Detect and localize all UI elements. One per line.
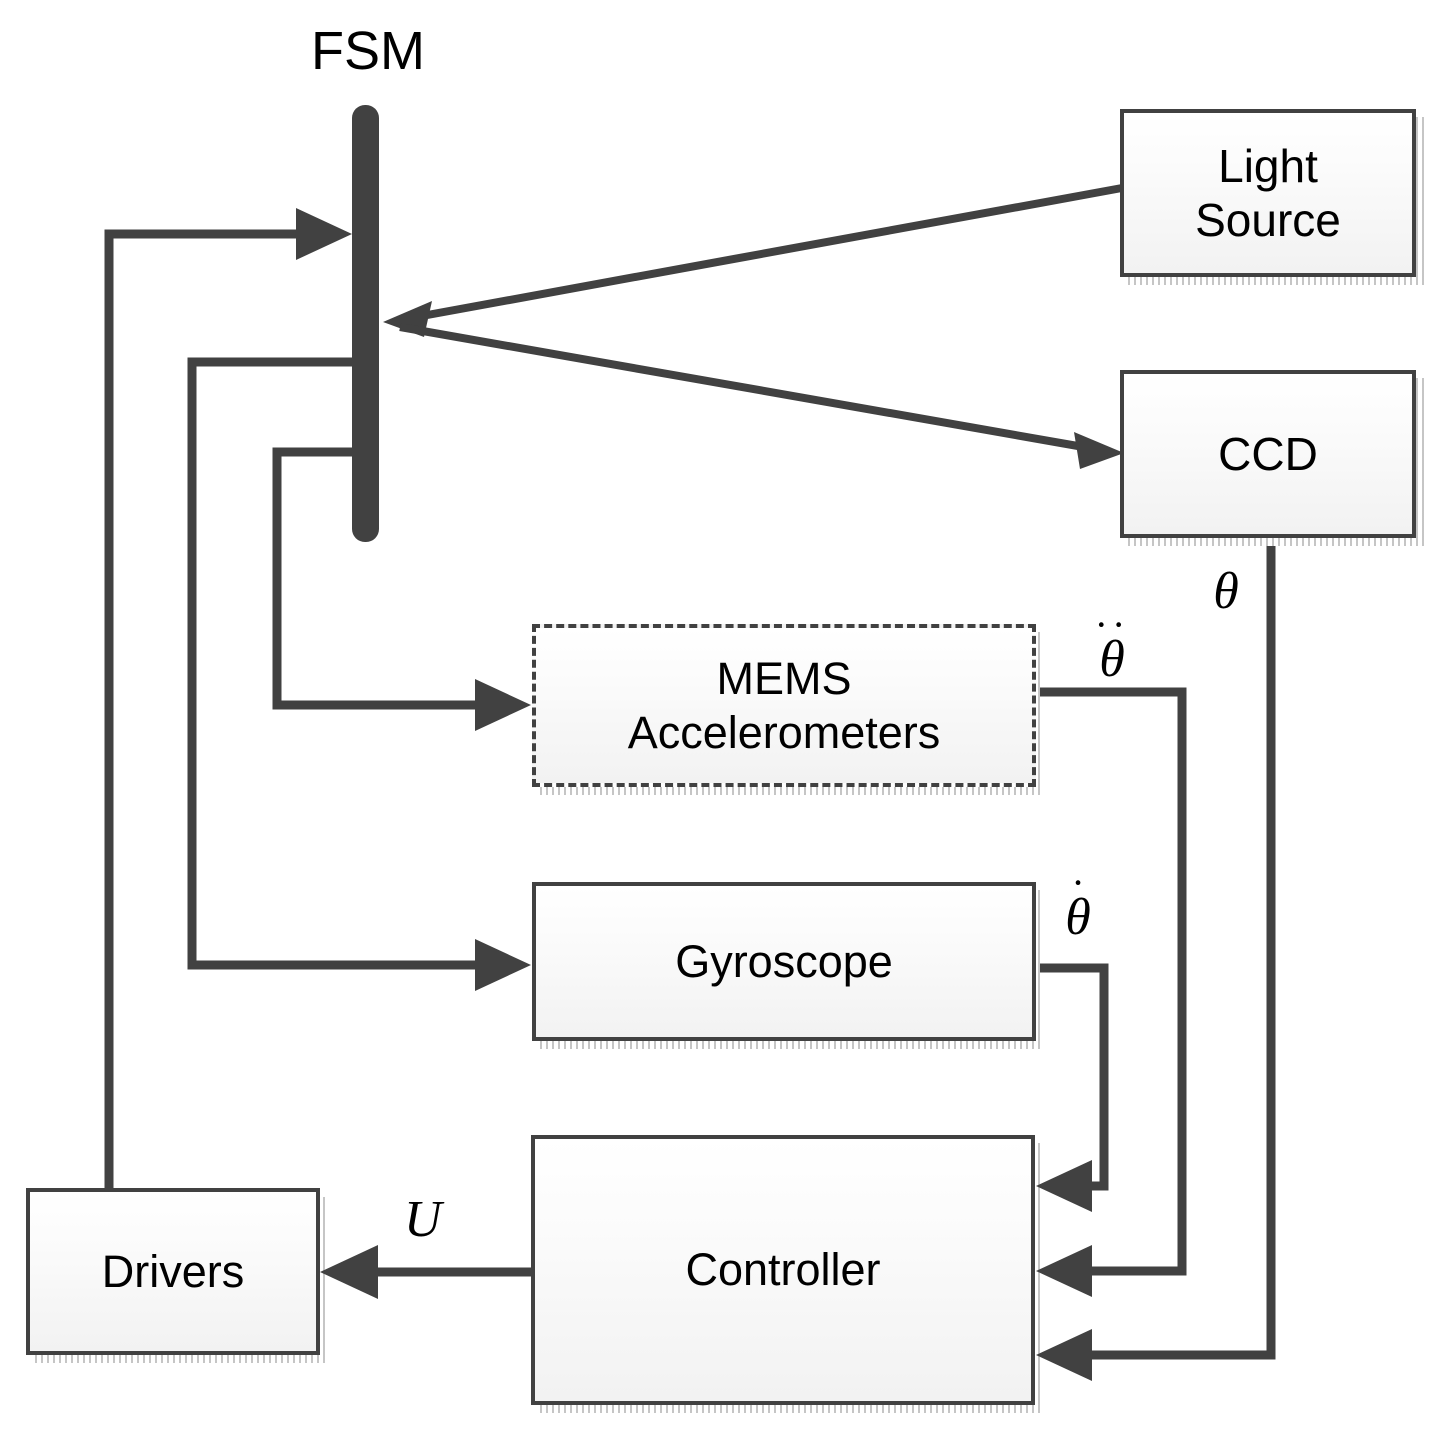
wire-mems-to-controller-arrowhead: [1036, 1245, 1092, 1297]
beam-lightsource-to-fsm: [399, 184, 1123, 324]
fsm-title-label: FSM: [311, 21, 425, 81]
theta-dot-glyph: θ: [1065, 889, 1091, 946]
wire-fsm-to-mems-arrowhead: [475, 679, 531, 731]
theta-ddot-glyph: θ: [1099, 631, 1125, 688]
signal-u-label: U: [404, 1191, 442, 1248]
ccd-label: CCD: [1218, 427, 1318, 480]
wire-gyroscope-to-controller-arrowhead: [1036, 1160, 1092, 1212]
wire-fsm-to-gyroscope: [187, 357, 478, 970]
wire-ccd-to-controller: [1087, 546, 1276, 1360]
block-ccd[interactable]: CCD: [1120, 370, 1416, 538]
signal-theta-dot-label: · θ: [1052, 863, 1104, 946]
wire-fsm-to-mems: [272, 447, 478, 710]
wire-fsm-to-gyroscope-arrowhead: [475, 939, 531, 991]
block-drivers[interactable]: Drivers: [26, 1188, 320, 1355]
beam-fsm-to-ccd: [399, 323, 1096, 453]
drivers-label: Drivers: [101, 1245, 245, 1297]
signal-theta-ddot-label: ·· θ: [1082, 605, 1142, 688]
wire-ccd-to-controller-arrowhead: [1036, 1329, 1092, 1381]
wire-drivers-to-fsm-arrowhead: [296, 208, 352, 260]
block-controller[interactable]: Controller: [531, 1135, 1035, 1405]
wire-controller-to-drivers-arrowhead: [320, 1245, 378, 1299]
beam-fsm-to-ccd-arrowhead: [1074, 432, 1124, 469]
theta-glyph: θ: [1213, 563, 1239, 620]
signal-theta-label: θ: [1200, 560, 1252, 618]
wire-drivers-to-fsm: [104, 229, 300, 1188]
block-gyroscope[interactable]: Gyroscope: [532, 882, 1036, 1041]
wire-gyroscope-to-controller: [1040, 963, 1109, 1191]
wire-mems-to-controller: [1040, 687, 1187, 1276]
gyroscope-label: Gyroscope: [675, 935, 893, 987]
controller-label: Controller: [685, 1244, 881, 1296]
fsm-mirror-bar: [352, 105, 379, 542]
